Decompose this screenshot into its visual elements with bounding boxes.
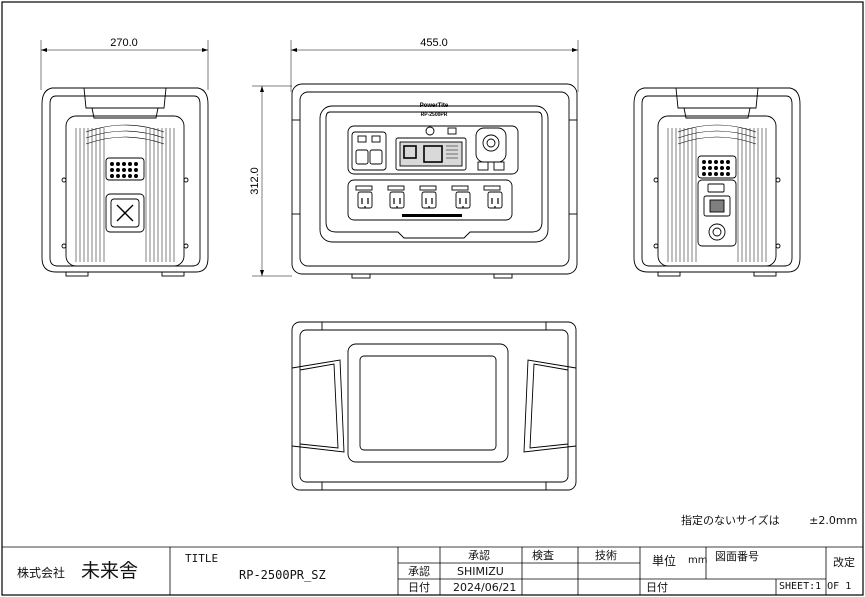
date-label: 日付 — [646, 581, 668, 594]
company-prefix: 株式会社 — [17, 566, 66, 580]
dim-height: 312.0 — [249, 167, 261, 195]
title-block-grid — [2, 546, 863, 595]
title-label: TITLE — [185, 552, 219, 565]
row-date-label: 日付 — [408, 581, 430, 594]
sheet-number: SHEET:1 OF 1 — [779, 581, 852, 592]
approval-date: 2024/06/21 — [453, 581, 517, 594]
row-approve-label: 承認 — [408, 565, 430, 578]
tolerance-note-text: 指定のないサイズは — [681, 514, 780, 527]
title-value: RP-2500PR_SZ — [239, 568, 326, 582]
front-view — [252, 40, 579, 279]
unit-label: 単位 — [652, 554, 677, 568]
unit-value: mm — [688, 555, 708, 566]
title-block: 株式会社 未来舎 TITLE RP-2500PR_SZ 承認 検査 技術 承認 … — [5, 547, 860, 593]
col-inspect: 検査 — [532, 549, 554, 562]
col-tech: 技術 — [595, 549, 617, 562]
tolerance-value: ±2.0mm — [809, 514, 858, 527]
revision-label: 改定 — [833, 556, 855, 569]
left-side-view — [40, 40, 209, 277]
dim-side-width: 270.0 — [110, 37, 138, 49]
model-text: RP-2500PR — [421, 112, 448, 118]
col-approve: 承認 — [468, 549, 490, 562]
top-view — [291, 321, 577, 491]
right-side-view — [633, 87, 801, 277]
tolerance-note: 指定のないサイズは ±2.0mm — [681, 512, 857, 528]
brand-text: PowerTite — [420, 103, 449, 109]
approver-name: SHIMIZU — [457, 565, 504, 578]
dim-front-width: 455.0 — [420, 37, 448, 49]
drawing-number-label: 図面番号 — [715, 550, 759, 563]
company-name: 未来舎 — [81, 560, 139, 582]
